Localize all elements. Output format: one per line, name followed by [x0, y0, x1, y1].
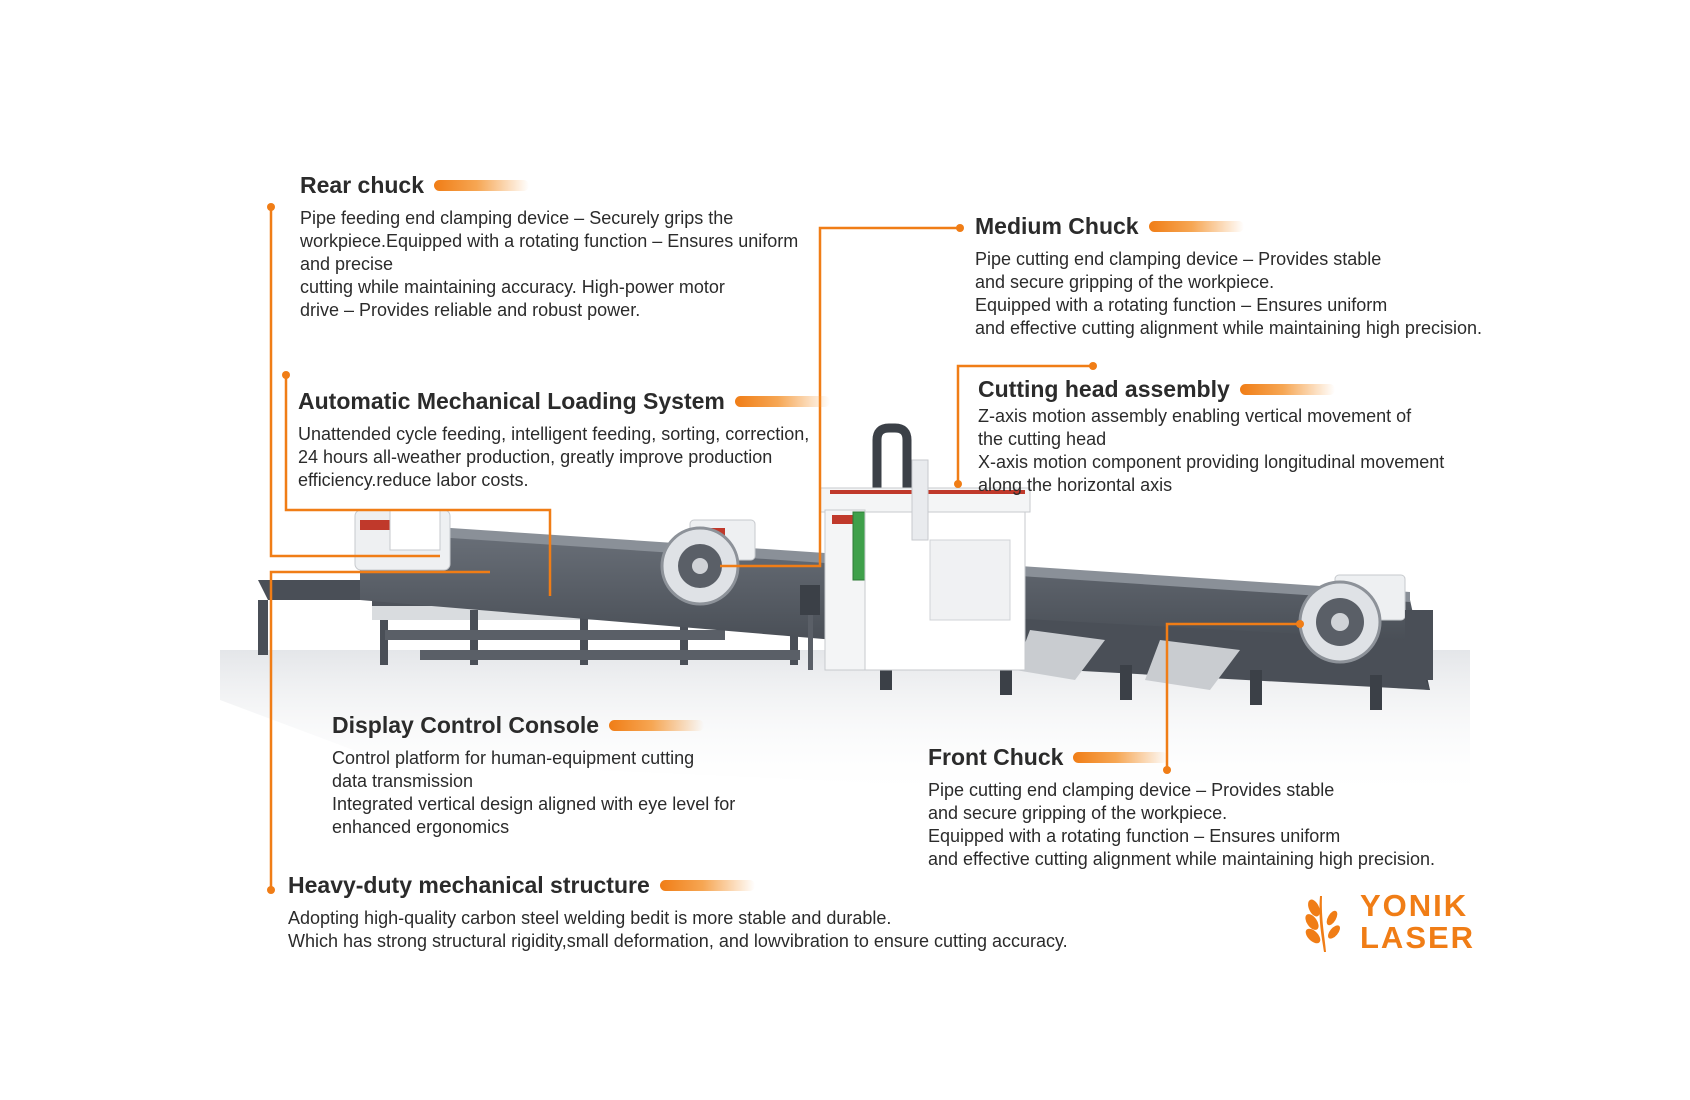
callout-line: cutting while maintaining accuracy. High…: [300, 277, 725, 297]
callout-body: Pipe feeding end clamping device – Secur…: [300, 207, 798, 322]
callout-title: Front Chuck: [928, 744, 1064, 770]
callout-front-chuck: Front Chuck Pipe cutting end clamping de…: [928, 744, 1435, 871]
accent-bar: [609, 720, 705, 731]
callout-body: Pipe cutting end clamping device – Provi…: [928, 779, 1435, 871]
callout-header: Cutting head assembly: [978, 376, 1444, 403]
callout-title: Cutting head assembly: [978, 376, 1230, 402]
accent-bar: [1148, 221, 1244, 232]
front-chuck: [1298, 574, 1433, 680]
callout-body: Control platform for human-equipment cut…: [332, 747, 735, 839]
callout-line: Pipe cutting end clamping device – Provi…: [928, 780, 1335, 800]
callout-line: workpiece.Equipped with a rotating funct…: [300, 231, 799, 251]
callout-body: Z-axis motion assembly enabling vertical…: [978, 405, 1444, 497]
callout-line: the cutting head: [978, 429, 1107, 449]
callout-header: Rear chuck: [300, 172, 798, 199]
callout-line: 24 hours all-weather production, greatly…: [298, 447, 773, 467]
leader-dots: [267, 203, 1304, 894]
callout-header: Medium Chuck: [975, 213, 1482, 240]
callout-line: X-axis motion component providing longit…: [978, 452, 1445, 472]
accent-bar: [1239, 384, 1335, 395]
callout-loading-system: Automatic Mechanical Loading System Unat…: [298, 388, 830, 492]
callout-title: Rear chuck: [300, 172, 425, 198]
callout-body: Adopting high-quality carbon steel weldi…: [288, 907, 1068, 953]
callout-line: drive – Provides reliable and robust pow…: [300, 300, 641, 320]
callout-line: and secure gripping of the workpiece.: [975, 272, 1275, 292]
callout-title: Display Control Console: [332, 712, 600, 738]
callout-line: Which has strong structural rigidity,sma…: [288, 931, 1068, 951]
callout-line: Pipe feeding end clamping device – Secur…: [300, 208, 734, 228]
callout-line: and effective cutting alignment while ma…: [928, 849, 1435, 869]
callout-line: Equipped with a rotating function – Ensu…: [975, 295, 1388, 315]
callout-line: Pipe cutting end clamping device – Provi…: [975, 249, 1382, 269]
accent-bar: [1073, 752, 1169, 763]
callout-line: efficiency.reduce labor costs.: [298, 470, 529, 490]
callout-title: Heavy-duty mechanical structure: [288, 872, 650, 898]
callout-rear-chuck: Rear chuck Pipe feeding end clamping dev…: [300, 172, 798, 322]
callout-line: enhanced ergonomics: [332, 817, 510, 837]
callout-header: Display Control Console: [332, 712, 735, 739]
callout-title: Automatic Mechanical Loading System: [298, 388, 725, 414]
accent-bar: [734, 396, 830, 407]
callout-line: along the horizontal axis: [978, 475, 1173, 495]
callout-line: data transmission: [332, 771, 474, 791]
callout-line: Z-axis motion assembly enabling vertical…: [978, 406, 1412, 426]
wheat-icon: [1305, 896, 1340, 952]
logo-line-2: LASER: [1360, 920, 1476, 955]
logo-text: YONIK LASER: [1360, 890, 1475, 954]
callout-title: Medium Chuck: [975, 213, 1139, 239]
callout-medium-chuck: Medium Chuck Pipe cutting end clamping d…: [975, 213, 1482, 340]
callout-display-console: Display Control Console Control platform…: [332, 712, 735, 839]
brand-logo: YONIK LASER: [1300, 890, 1475, 954]
rear-chuck: [354, 509, 451, 571]
logo-line-1: YONIK: [1360, 888, 1469, 923]
callout-line: and effective cutting alignment while ma…: [975, 318, 1482, 338]
callout-body: Pipe cutting end clamping device – Provi…: [975, 248, 1482, 340]
callout-line: Unattended cycle feeding, intelligent fe…: [298, 424, 810, 444]
callout-header: Automatic Mechanical Loading System: [298, 388, 830, 415]
callout-line: Control platform for human-equipment cut…: [332, 748, 695, 768]
accent-bar: [434, 180, 530, 191]
callout-line: Integrated vertical design aligned with …: [332, 794, 736, 814]
callout-cutting-head: Cutting head assembly Z-axis motion asse…: [978, 376, 1444, 497]
callout-line: Equipped with a rotating function – Ensu…: [928, 826, 1341, 846]
callout-line: and secure gripping of the workpiece.: [928, 803, 1228, 823]
callout-header: Heavy-duty mechanical structure: [288, 872, 1068, 899]
callout-heavy-duty: Heavy-duty mechanical structure Adopting…: [288, 872, 1068, 953]
callout-line: and precise: [300, 254, 394, 274]
callout-body: Unattended cycle feeding, intelligent fe…: [298, 423, 830, 492]
cutting-head-gantry: [800, 423, 1031, 671]
callout-line: Adopting high-quality carbon steel weldi…: [288, 908, 892, 928]
callout-header: Front Chuck: [928, 744, 1435, 771]
accent-bar: [659, 880, 755, 891]
